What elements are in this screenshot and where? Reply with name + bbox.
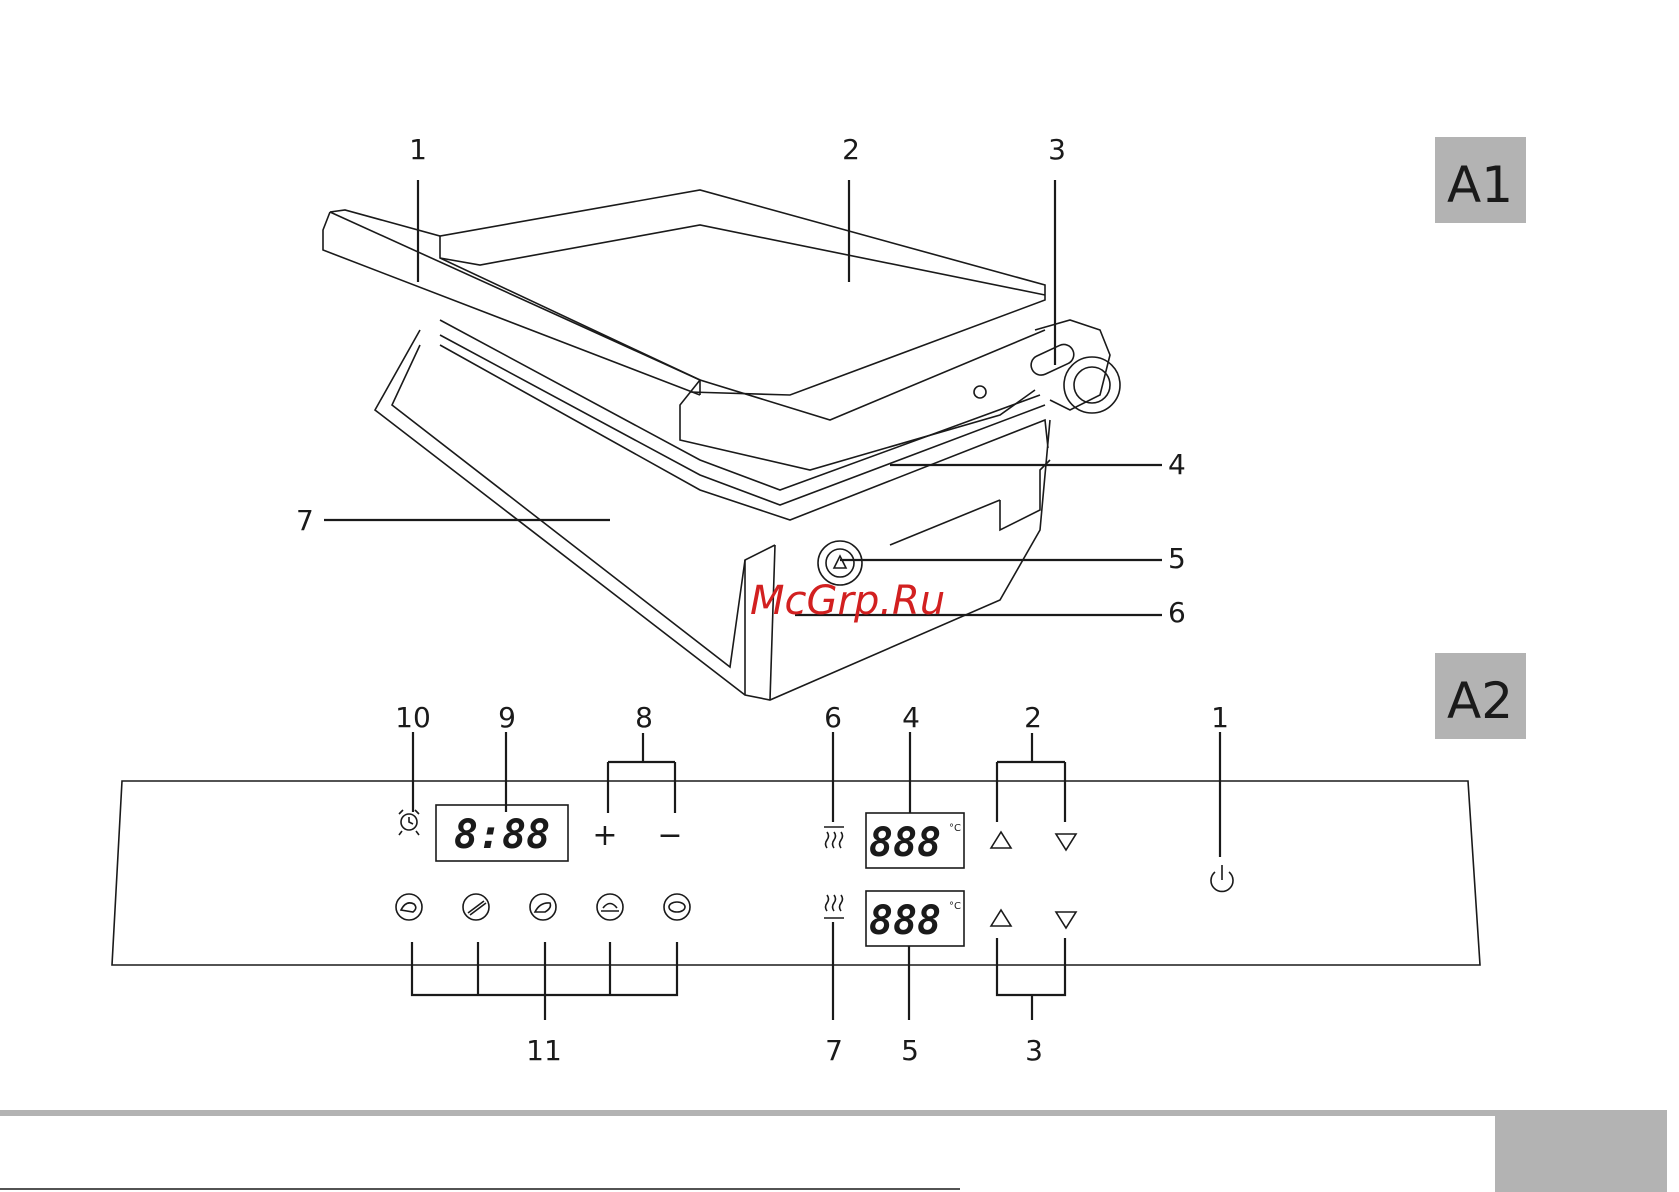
a2-callout-6-panel: 6 — [824, 701, 842, 734]
alarm-icon — [399, 810, 419, 835]
timer-minus-button[interactable]: − — [655, 818, 685, 853]
timer-plus-button[interactable]: + — [590, 818, 620, 853]
a2-callout-9: 9 — [498, 701, 516, 734]
minus-label: − — [657, 818, 682, 853]
program-buttons — [396, 894, 690, 920]
a2-callout-11: 11 — [526, 1034, 562, 1067]
triangle-up-icon — [991, 832, 1011, 848]
program-poultry-button[interactable] — [396, 894, 422, 920]
a1-callout-4: 4 — [1168, 448, 1186, 481]
a2-callout-8: 8 — [635, 701, 653, 734]
a1-callout-2: 2 — [842, 133, 860, 166]
grill-illustration — [323, 190, 1120, 700]
program-steak-button[interactable] — [664, 894, 690, 920]
a2-callout-2-panel: 2 — [1024, 701, 1042, 734]
control-panel — [112, 781, 1480, 965]
bottom-temp-value: 888 — [869, 898, 941, 944]
badge-a1-label: A1 — [1447, 156, 1513, 214]
a1-callout-1: 1 — [409, 133, 427, 166]
triangle-up-icon — [991, 910, 1011, 926]
a1-callout-6: 6 — [1168, 596, 1186, 629]
a2-leaders-bottom — [412, 922, 1065, 1020]
triangle-down-icon — [1056, 912, 1076, 928]
watermark: McGrp.Ru — [750, 578, 945, 624]
top-temp-value: 888 — [869, 820, 941, 866]
timer-display: 8:88 — [436, 805, 568, 861]
bottom-temp-unit: °C — [949, 901, 961, 912]
bottom-temp-up-button[interactable] — [991, 910, 1011, 926]
top-temp-unit: °C — [949, 823, 961, 834]
a1-callout-7: 7 — [296, 504, 314, 537]
a2-callout-3-panel: 3 — [1025, 1034, 1043, 1067]
a1-callout-5: 5 — [1168, 542, 1186, 575]
a1-leaders — [324, 180, 1162, 615]
badge-a2-label: A2 — [1447, 672, 1513, 730]
bottom-plate-heat-icon — [824, 895, 844, 918]
program-meat-button[interactable] — [530, 894, 556, 920]
top-plate-heat-icon — [824, 827, 844, 848]
badge-a1: A1 — [1435, 137, 1526, 223]
a2-callout-4-panel: 4 — [902, 701, 920, 734]
badge-a2: A2 — [1435, 653, 1526, 739]
bottom-temp-down-button[interactable] — [1056, 912, 1076, 928]
timer-display-value: 8:88 — [454, 812, 550, 858]
a2-callout-1-panel: 1 — [1211, 701, 1229, 734]
power-button[interactable] — [1211, 865, 1233, 891]
bottom-temp-display: 888 °C — [866, 891, 964, 946]
top-temp-up-button[interactable] — [991, 832, 1011, 848]
program-sandwich-button[interactable] — [597, 894, 623, 920]
plus-label: + — [592, 818, 617, 853]
a2-callout-5-panel: 5 — [901, 1034, 919, 1067]
top-temp-down-button[interactable] — [1056, 834, 1076, 850]
top-temp-display: 888 °C — [866, 813, 964, 868]
footer-bar — [0, 1110, 1667, 1192]
a2-callout-7-panel: 7 — [825, 1034, 843, 1067]
a1-callout-3: 3 — [1048, 133, 1066, 166]
program-sausage-button[interactable] — [463, 894, 489, 920]
triangle-down-icon — [1056, 834, 1076, 850]
a2-callout-10: 10 — [395, 701, 431, 734]
